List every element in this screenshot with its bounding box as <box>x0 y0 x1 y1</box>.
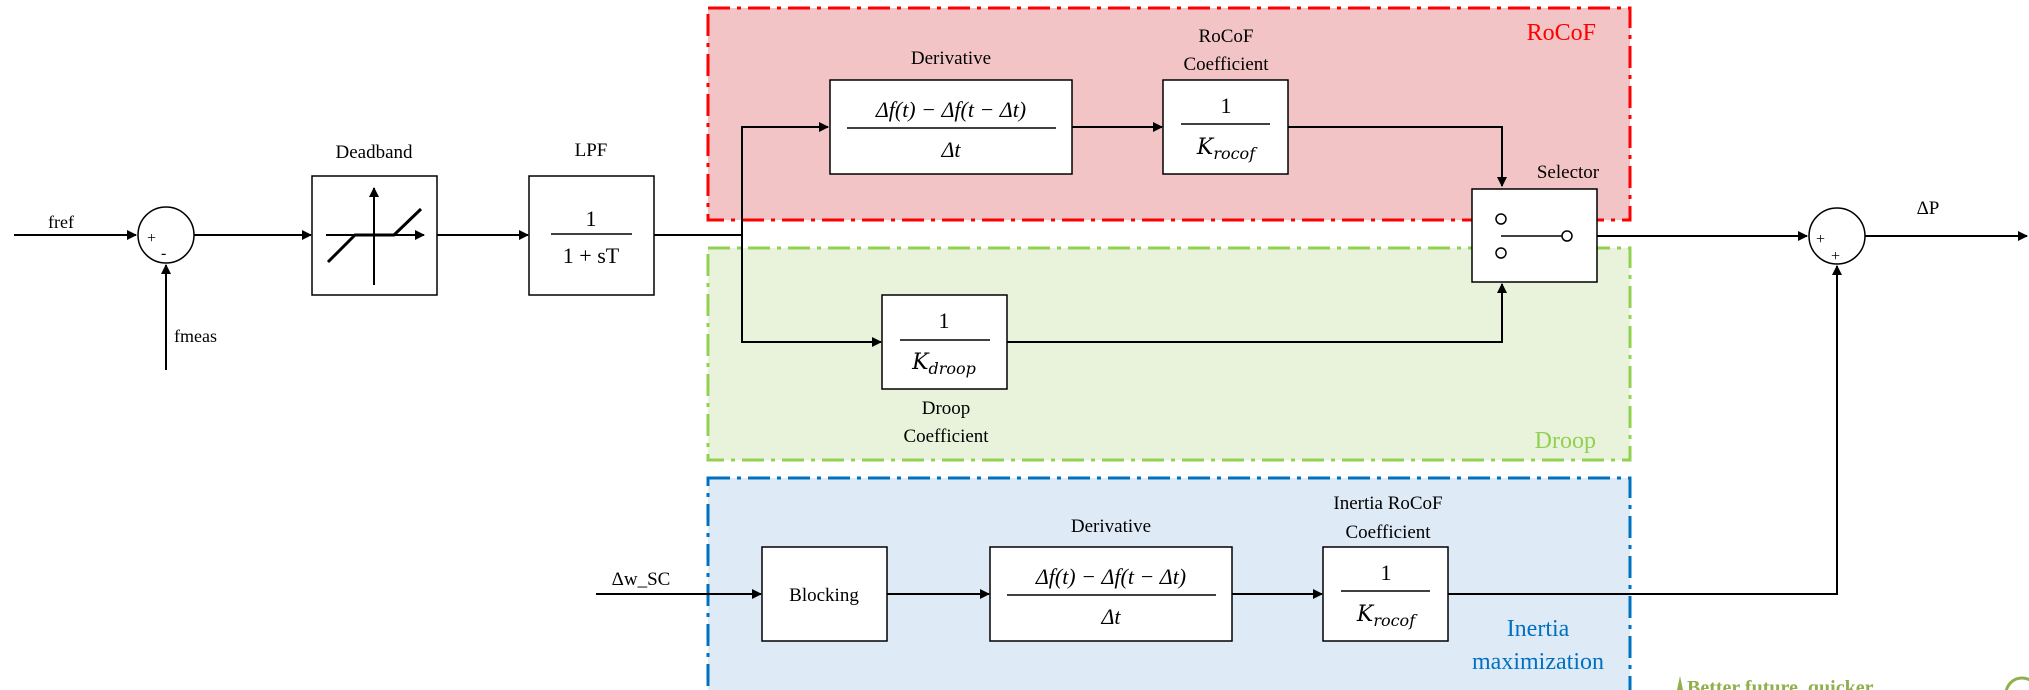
inertia-coefficient-block: Inertia RoCoF Coefficient 1 Krocof <box>1322 493 1449 642</box>
selector-output-contact-icon <box>1561 230 1573 242</box>
deadband-label: Deadband <box>335 142 413 163</box>
rocof-coef-label-line1: RoCoF <box>1199 26 1254 47</box>
watermark-text: Better future, quicker <box>1687 677 1874 690</box>
droop-region-label: Droop <box>1535 428 1596 454</box>
rocof-coef-box <box>1162 79 1289 175</box>
lpf-denominator: 1 + sT <box>563 243 620 268</box>
inertia-coef-k: K <box>1356 602 1375 627</box>
inertia-derivative-denominator: Δt <box>1100 604 1121 629</box>
watermark-logo-icon <box>2004 676 2029 690</box>
fmeas-label: fmeas <box>174 326 217 346</box>
derivative-denominator: Δt <box>940 137 961 162</box>
selector-contact-top-icon <box>1495 213 1507 225</box>
inertia-coef-numerator: 1 <box>1381 560 1392 585</box>
inertia-derivative-box <box>989 546 1233 642</box>
inertia-derivative-numerator: Δf(t) − Δf(t − Δt) <box>1035 564 1186 589</box>
derivative-label: Derivative <box>911 48 991 69</box>
input-sum-junction: + - <box>137 206 195 264</box>
blocking-label: Blocking <box>789 585 859 606</box>
delta-p-label: ΔP <box>1917 198 1940 219</box>
selector-block: Selector <box>1471 162 1600 283</box>
rocof-coef-k: K <box>1196 135 1215 160</box>
inertia-derivative-block: Derivative Δf(t) − Δf(t − Δt) Δt <box>989 516 1233 642</box>
rocof-coef-k-subscript: rocof <box>1213 144 1258 163</box>
droop-coef-k-subscript: droop <box>929 359 976 378</box>
delta-w-sc-label: Δw_SC <box>612 569 671 590</box>
inertia-coef-denominator: Krocof <box>1356 602 1418 630</box>
blocking-box <box>761 546 888 642</box>
deadband-block: Deadband <box>311 142 438 296</box>
droop-to-selector-wire <box>1007 283 1507 343</box>
droop-coef-k: K <box>911 350 930 375</box>
input-sum-plus-sign: + <box>147 230 156 247</box>
watermark: Better future, quicker <box>1677 676 2029 690</box>
droop-region-box <box>706 246 1632 462</box>
watermark-leaf-icon <box>1677 676 1683 690</box>
fref-label: fref <box>48 212 74 232</box>
rocof-coef-denominator: Krocof <box>1196 135 1258 163</box>
selector-label: Selector <box>1537 162 1600 183</box>
droop-coef-box <box>881 294 1008 390</box>
inertia-to-output-sum-wire <box>1448 265 1842 595</box>
input-sum-minus-sign: - <box>161 245 166 262</box>
output-sum-plus-bottom: + <box>1831 248 1840 265</box>
rocof-coef-numerator: 1 <box>1221 93 1232 118</box>
inertia-coef-label-line1: Inertia RoCoF <box>1333 493 1442 514</box>
lpf-numerator: 1 <box>586 206 597 231</box>
droop-coefficient-block: 1 Kdroop Droop Coefficient <box>881 294 1008 447</box>
lpf-block: LPF 1 1 + sT <box>528 140 655 296</box>
inertia-coef-label-line2: Coefficient <box>1345 522 1431 543</box>
lpf-box <box>528 175 655 296</box>
rocof-coefficient-block: RoCoF Coefficient 1 Krocof <box>1162 26 1289 175</box>
inertia-coef-k-subscript: rocof <box>1373 611 1418 630</box>
inertia-region-label-line2: maximization <box>1472 649 1604 675</box>
selector-contact-bottom-icon <box>1495 247 1507 259</box>
droop-coef-denominator: Kdroop <box>911 350 976 378</box>
inertia-region-label-line1: Inertia <box>1507 616 1570 642</box>
derivative-numerator: Δf(t) − Δf(t − Δt) <box>875 97 1026 122</box>
output-sum-junction: + + <box>1808 207 1866 265</box>
rocof-coef-to-selector-wire <box>1288 126 1507 187</box>
droop-region: Droop <box>706 246 1632 462</box>
droop-coef-label-line2: Coefficient <box>903 426 989 447</box>
deadband-curve-icon <box>326 207 423 264</box>
rocof-region-label: RoCoF <box>1527 20 1596 46</box>
droop-coef-label-line1: Droop <box>922 398 971 419</box>
droop-coef-numerator: 1 <box>939 308 950 333</box>
inertia-coef-box <box>1322 546 1449 642</box>
rocof-coef-label-line2: Coefficient <box>1183 54 1269 75</box>
output-sum-plus-left: + <box>1816 231 1825 248</box>
lpf-label: LPF <box>575 140 608 161</box>
blocking-block: Blocking <box>761 546 888 642</box>
branch-to-droop-wire <box>741 235 882 347</box>
inertia-derivative-label: Derivative <box>1071 516 1151 537</box>
